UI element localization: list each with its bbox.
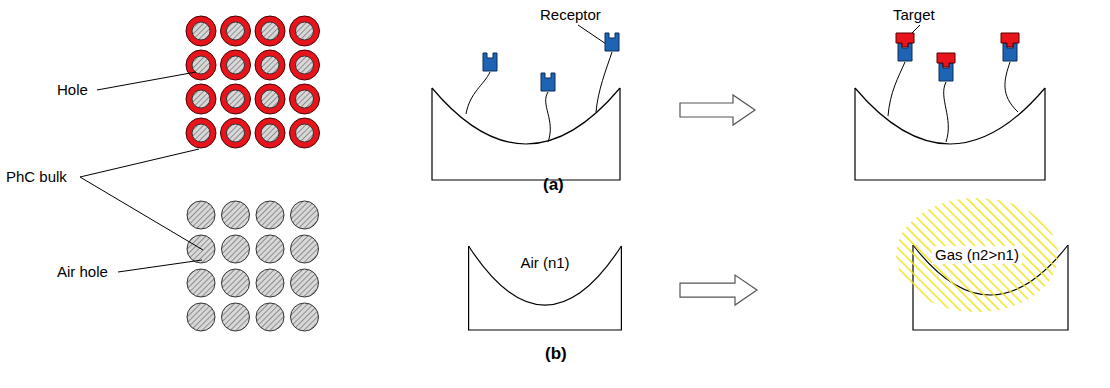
air-hole — [187, 303, 215, 331]
panel-label: (a) — [543, 176, 564, 194]
part-label: PhC bulk — [6, 168, 67, 186]
sensor-well — [432, 88, 1045, 180]
air-hole — [291, 303, 319, 331]
air-hole — [187, 201, 215, 229]
hole-ring — [290, 84, 320, 114]
air-hole-grid — [187, 201, 319, 331]
process-arrow — [680, 95, 755, 125]
hole-ring — [255, 118, 285, 148]
hole-ring — [221, 50, 251, 80]
phc-bulk-rod — [261, 90, 279, 108]
air-hole — [256, 269, 284, 297]
air-hole — [256, 201, 284, 229]
hole-ring — [186, 16, 216, 46]
part-label: Target — [893, 6, 935, 24]
hole-ring — [186, 50, 216, 80]
hole-grid — [186, 16, 320, 148]
part-label: Receptor — [540, 6, 601, 24]
node-text: Gas (n2>n1) — [932, 246, 1022, 264]
hole-ring — [290, 16, 320, 46]
part-label: Air hole — [57, 263, 108, 281]
air-hole — [222, 201, 250, 229]
phc-bulk-rod — [192, 22, 210, 40]
hole-ring — [186, 118, 216, 148]
hole-ring — [186, 84, 216, 114]
phc-bulk-rod — [296, 22, 314, 40]
phc-bulk-rod — [261, 56, 279, 74]
panel-label: (b) — [545, 345, 567, 363]
target-molecule — [896, 33, 914, 47]
hole-ring — [255, 84, 285, 114]
air-well: Air (n1) — [468, 236, 622, 331]
air-hole — [187, 269, 215, 297]
hole-ring — [221, 118, 251, 148]
hole-ring — [255, 16, 285, 46]
hole-ring — [221, 84, 251, 114]
air-hole — [291, 201, 319, 229]
air-hole — [291, 269, 319, 297]
node-text: Air (n1) — [520, 254, 569, 272]
phc-bulk-rod — [227, 56, 245, 74]
leader-lines — [80, 25, 920, 272]
gas-region: Gas (n2>n1) — [895, 197, 1059, 313]
air-hole — [291, 235, 319, 263]
phc-bulk-rod — [296, 56, 314, 74]
air-hole — [222, 235, 250, 263]
air-hole — [222, 269, 250, 297]
receptors — [483, 33, 1019, 91]
receptor-molecule — [605, 33, 619, 51]
target-molecule — [1001, 33, 1019, 47]
phc-bulk-rod — [192, 124, 210, 142]
receptor-linker — [466, 52, 1018, 142]
air-hole — [256, 235, 284, 263]
phc-bulk-rod — [261, 22, 279, 40]
phc-bulk-rod — [296, 90, 314, 108]
hole-ring — [255, 50, 285, 80]
hole-ring — [221, 16, 251, 46]
receptor-molecule — [483, 53, 497, 71]
phc-bulk-rod — [227, 90, 245, 108]
phc-bulk-rod — [261, 124, 279, 142]
part-label: Hole — [57, 81, 88, 99]
phc-bulk-rod — [227, 22, 245, 40]
process-arrow — [680, 275, 757, 305]
hole-ring — [290, 50, 320, 80]
air-hole — [222, 303, 250, 331]
phc-bulk-rod — [192, 56, 210, 74]
bowl-outline — [468, 236, 622, 331]
target-molecule — [937, 53, 955, 67]
phc-bulk-rod — [227, 124, 245, 142]
phc-bulk-rod — [296, 124, 314, 142]
phc-bulk-rod — [192, 90, 210, 108]
receptor-molecule — [541, 73, 555, 91]
hole-ring — [290, 118, 320, 148]
air-hole — [256, 303, 284, 331]
